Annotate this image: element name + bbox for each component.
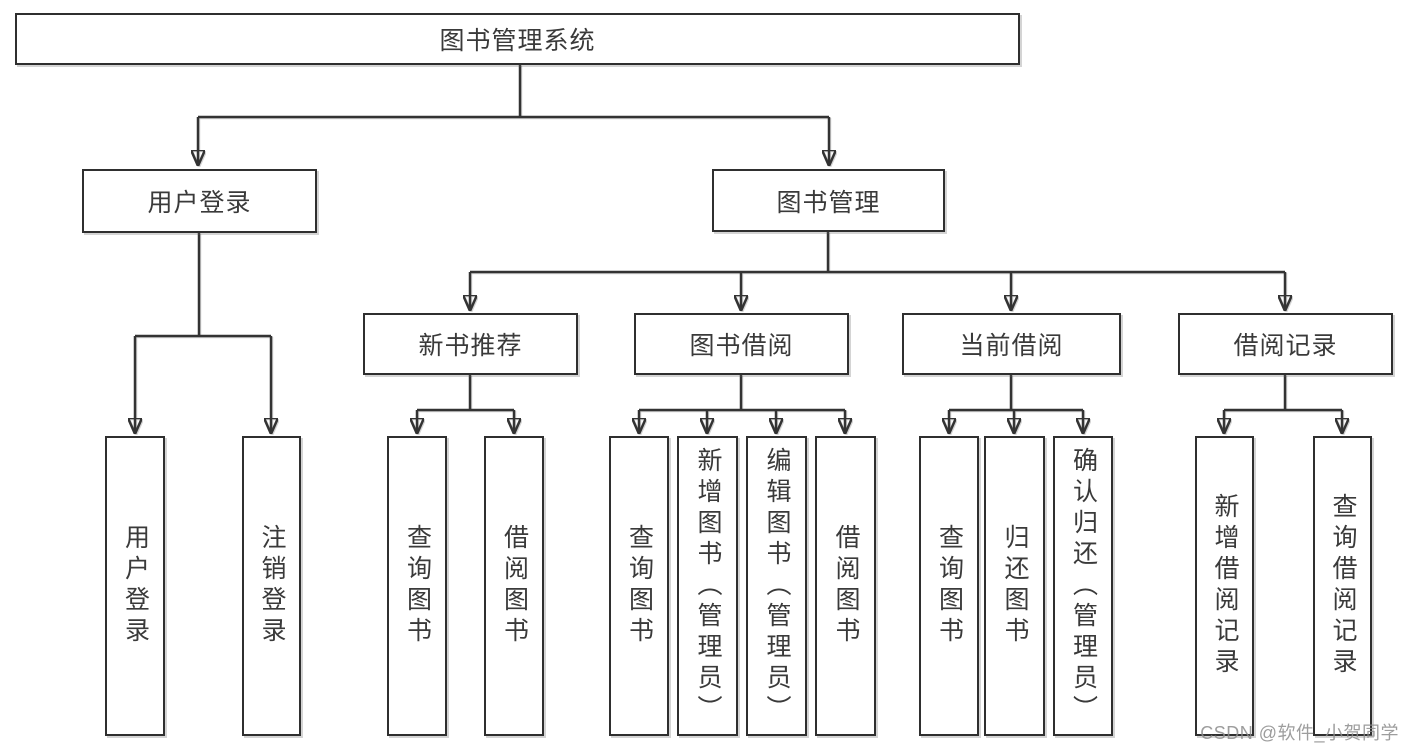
- leaf-label: 借阅图书: [500, 524, 529, 648]
- leaf-add-books-admin: 新增图书（管理员）: [677, 436, 738, 736]
- node-book-management: 图书管理: [712, 169, 945, 232]
- leaf-label: 查询图书: [935, 524, 964, 648]
- leaf-query-borrow-record: 查询借阅记录: [1313, 436, 1372, 736]
- node-current-borrow: 当前借阅: [902, 313, 1121, 375]
- leaf-borrow-books-newbook: 借阅图书: [484, 436, 544, 736]
- leaf-query-books-borrow: 查询图书: [609, 436, 669, 736]
- leaf-query-books-newbook: 查询图书: [387, 436, 447, 736]
- leaf-add-borrow-record: 新增借阅记录: [1195, 436, 1254, 736]
- leaf-label: 确认归还（管理员）: [1069, 446, 1098, 726]
- node-new-book-recommend: 新书推荐: [363, 313, 578, 375]
- node-book-borrow: 图书借阅: [634, 313, 849, 375]
- leaf-label: 查询图书: [625, 524, 654, 648]
- leaf-query-books-current: 查询图书: [919, 436, 979, 736]
- leaf-label: 借阅图书: [832, 524, 860, 648]
- node-book-management-system: 图书管理系统: [15, 13, 1020, 65]
- leaf-label: 新增图书（管理员）: [694, 446, 722, 726]
- leaf-user-login: 用户登录: [105, 436, 165, 736]
- leaf-label: 查询借阅记录: [1329, 493, 1357, 679]
- leaf-label: 查询图书: [403, 524, 432, 648]
- leaf-logout: 注销登录: [242, 436, 301, 736]
- node-user-login: 用户登录: [82, 169, 317, 233]
- node-borrow-records: 借阅记录: [1178, 313, 1393, 375]
- leaf-label: 新增借阅记录: [1211, 493, 1239, 679]
- leaf-label: 用户登录: [121, 524, 150, 648]
- leaf-borrow-books: 借阅图书: [815, 436, 876, 736]
- leaf-return-books: 归还图书: [984, 436, 1045, 736]
- leaf-label: 编辑图书（管理员）: [763, 446, 791, 726]
- leaf-label: 归还图书: [1001, 524, 1029, 648]
- connector-trunks: [135, 65, 1342, 412]
- leaf-edit-books-admin: 编辑图书（管理员）: [746, 436, 807, 736]
- leaf-confirm-return-admin: 确认归还（管理员）: [1053, 436, 1113, 736]
- leaf-label: 注销登录: [258, 524, 286, 648]
- csdn-watermark: CSDN @软件_小贺同学: [1200, 723, 1399, 743]
